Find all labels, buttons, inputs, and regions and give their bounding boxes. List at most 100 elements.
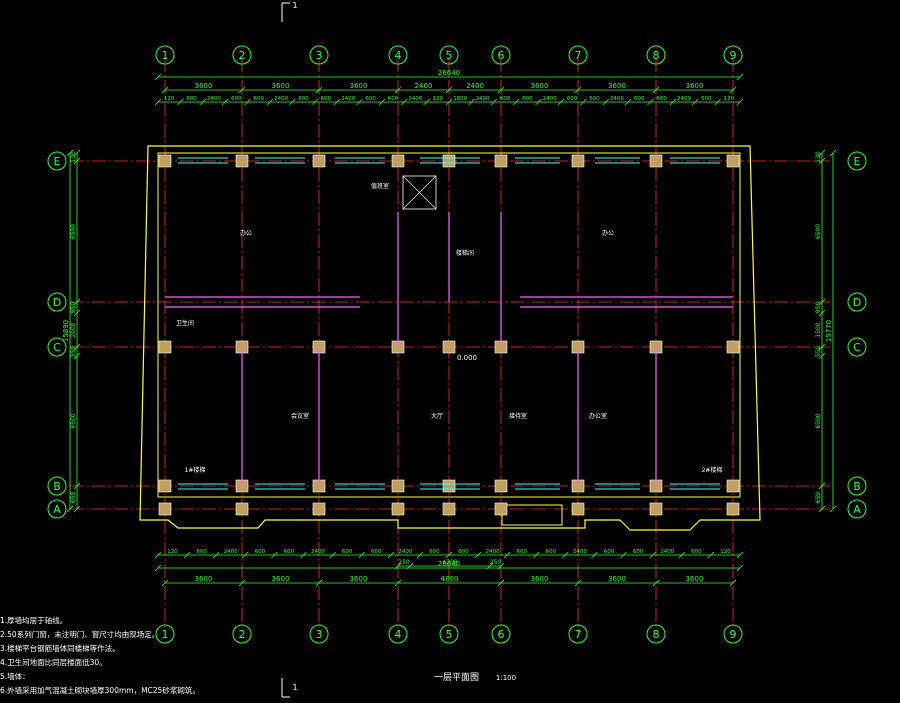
axis-bubble bbox=[847, 337, 867, 357]
bottom-detail-dim-tick bbox=[591, 551, 598, 559]
column bbox=[391, 154, 405, 168]
top-detail-dim-tick bbox=[535, 98, 542, 106]
column bbox=[312, 502, 326, 516]
left-part-dim-value: 6500 bbox=[70, 413, 77, 428]
bottom-bay-dim-tick bbox=[161, 579, 169, 587]
note-line: 1.厚墙均居于轴线。 bbox=[0, 616, 68, 625]
bottom-detail-dim-value: 600 bbox=[342, 549, 353, 555]
top-detail-dim-value: 2400 bbox=[610, 96, 624, 102]
bottom-mid-dim-tick bbox=[497, 562, 505, 570]
axis-bubble-label: 6 bbox=[498, 628, 505, 641]
bottom-detail-dim-value: 120 bbox=[167, 549, 178, 555]
bottom-mid-dim-tick bbox=[406, 562, 414, 570]
axis-bubble-label: D bbox=[853, 296, 861, 309]
top-detail-dim-value: 120 bbox=[724, 96, 735, 102]
left-total-dim-tick bbox=[66, 149, 74, 157]
top-detail-dim-value: 600 bbox=[567, 96, 578, 102]
axis-bubble bbox=[388, 624, 408, 644]
top-detail-dim-value: 2400 bbox=[274, 96, 288, 102]
left-total-dim-tick bbox=[66, 505, 74, 513]
axis-bubble bbox=[47, 476, 67, 496]
right-total-dim-tick bbox=[829, 505, 837, 513]
axis-bubble-label: E bbox=[54, 155, 61, 168]
bottom-detail-dim-tick bbox=[183, 551, 191, 559]
bottom-bay-dim-value: 3600 bbox=[272, 575, 290, 583]
column bbox=[494, 154, 508, 168]
entrance-step bbox=[501, 504, 563, 526]
bottom-detail-dim-tick bbox=[387, 551, 395, 559]
bottom-detail-dim-tick bbox=[503, 551, 511, 559]
section-mark: 1 bbox=[292, 683, 297, 692]
column bbox=[158, 502, 172, 516]
axis-bubble-label: 3 bbox=[316, 628, 323, 641]
bottom-bay-dim-tick bbox=[238, 579, 246, 587]
left-part-dim-tick bbox=[73, 157, 81, 165]
left-part-dim-tick bbox=[73, 149, 81, 157]
note-line: 6.外墙采用加气混凝土砌块墙厚300mm，MC25砂浆砌筑。 bbox=[0, 686, 200, 695]
axis-bubble-label: 8 bbox=[653, 628, 660, 641]
column bbox=[494, 502, 508, 516]
top-detail-dim-value: 600 bbox=[634, 96, 645, 102]
top-bay-dim-tick bbox=[161, 86, 169, 94]
inner-wall-line bbox=[157, 152, 741, 498]
top-detail-dim-tick bbox=[356, 98, 363, 106]
right-part-dim-tick bbox=[818, 482, 826, 490]
section-mark: 1 bbox=[292, 1, 297, 10]
drawing-title-block: 一层平面图 1:100 bbox=[434, 670, 516, 683]
bottom-bay-dim-value: 4800 bbox=[441, 575, 459, 583]
top-detail-dim-tick bbox=[736, 98, 744, 106]
right-total-dim-tick bbox=[829, 149, 837, 157]
bottom-detail-dim-value: 2400 bbox=[573, 549, 587, 555]
top-total-dim-tick bbox=[736, 73, 744, 81]
top-bay-dim-tick bbox=[652, 86, 660, 94]
bottom-detail-dim-value: 2400 bbox=[311, 549, 325, 555]
bottom-detail-dim-value: 2400 bbox=[398, 549, 412, 555]
top-bay-dim-value: 2400 bbox=[466, 82, 484, 90]
column bbox=[235, 502, 249, 516]
right-part-dim-tick bbox=[818, 343, 826, 351]
axis-bubble bbox=[47, 292, 67, 312]
column bbox=[312, 154, 326, 168]
elevator-cross bbox=[402, 175, 437, 210]
top-detail-dim-tick bbox=[400, 98, 408, 106]
axis-bubble-label: C bbox=[853, 341, 861, 354]
bottom-detail-dim-tick bbox=[242, 551, 249, 559]
column bbox=[442, 154, 456, 168]
left-part-dim-value: 2000 bbox=[70, 322, 77, 337]
column bbox=[442, 479, 456, 493]
left-part-dim-value: 550 bbox=[70, 346, 77, 358]
bottom-detail-dim-tick bbox=[271, 551, 278, 559]
axis-bubble-label: D bbox=[53, 296, 61, 309]
right-part-dim-value: 1500 bbox=[815, 322, 822, 337]
room-label: 办公 bbox=[602, 229, 614, 237]
top-detail-dim-value: 600 bbox=[231, 96, 242, 102]
bottom-bay-dim-tick bbox=[315, 579, 323, 587]
top-detail-dim-value: 1800 bbox=[453, 96, 467, 102]
axis-bubble bbox=[491, 45, 511, 65]
right-part-dim-value: 6500 bbox=[815, 224, 822, 239]
axis-bubble-label: 1 bbox=[162, 628, 169, 641]
notes-block: 1.厚墙均居于轴线。 2.50系列门窗，未注明门、窗尺寸均由现场定。 3.楼梯平… bbox=[0, 614, 420, 698]
axis-bubble-label: B bbox=[853, 480, 861, 493]
right-part-dim-tick bbox=[818, 157, 826, 165]
right-part-dim-value: 650 bbox=[815, 492, 822, 504]
top-bay-dim-tick bbox=[394, 86, 402, 94]
bottom-bay-dim-tick bbox=[497, 579, 505, 587]
top-detail-dim-value: 2400 bbox=[207, 96, 221, 102]
top-detail-dim-tick bbox=[490, 98, 498, 106]
note-line: 4.卫生间地面比同层楼面低30。 bbox=[0, 658, 107, 667]
top-bay-dim-tick bbox=[574, 86, 582, 94]
top-detail-dim-tick bbox=[244, 98, 251, 106]
top-detail-dim-value: 600 bbox=[321, 96, 332, 102]
bottom-bay-dim-tick bbox=[652, 579, 660, 587]
top-detail-dim-value: 600 bbox=[500, 96, 511, 102]
left-part-dim-value: 120 bbox=[70, 151, 77, 163]
axis-bubble-label: 7 bbox=[575, 49, 582, 62]
bottom-detail-dim-value: 600 bbox=[429, 549, 440, 555]
top-detail-dim-value: 600 bbox=[186, 96, 197, 102]
bottom-detail-dim-tick bbox=[678, 551, 686, 559]
top-bay-dim-tick bbox=[729, 86, 737, 94]
bottom-detail-dim-tick bbox=[620, 551, 627, 559]
axis-bubble-label: A bbox=[53, 503, 61, 516]
